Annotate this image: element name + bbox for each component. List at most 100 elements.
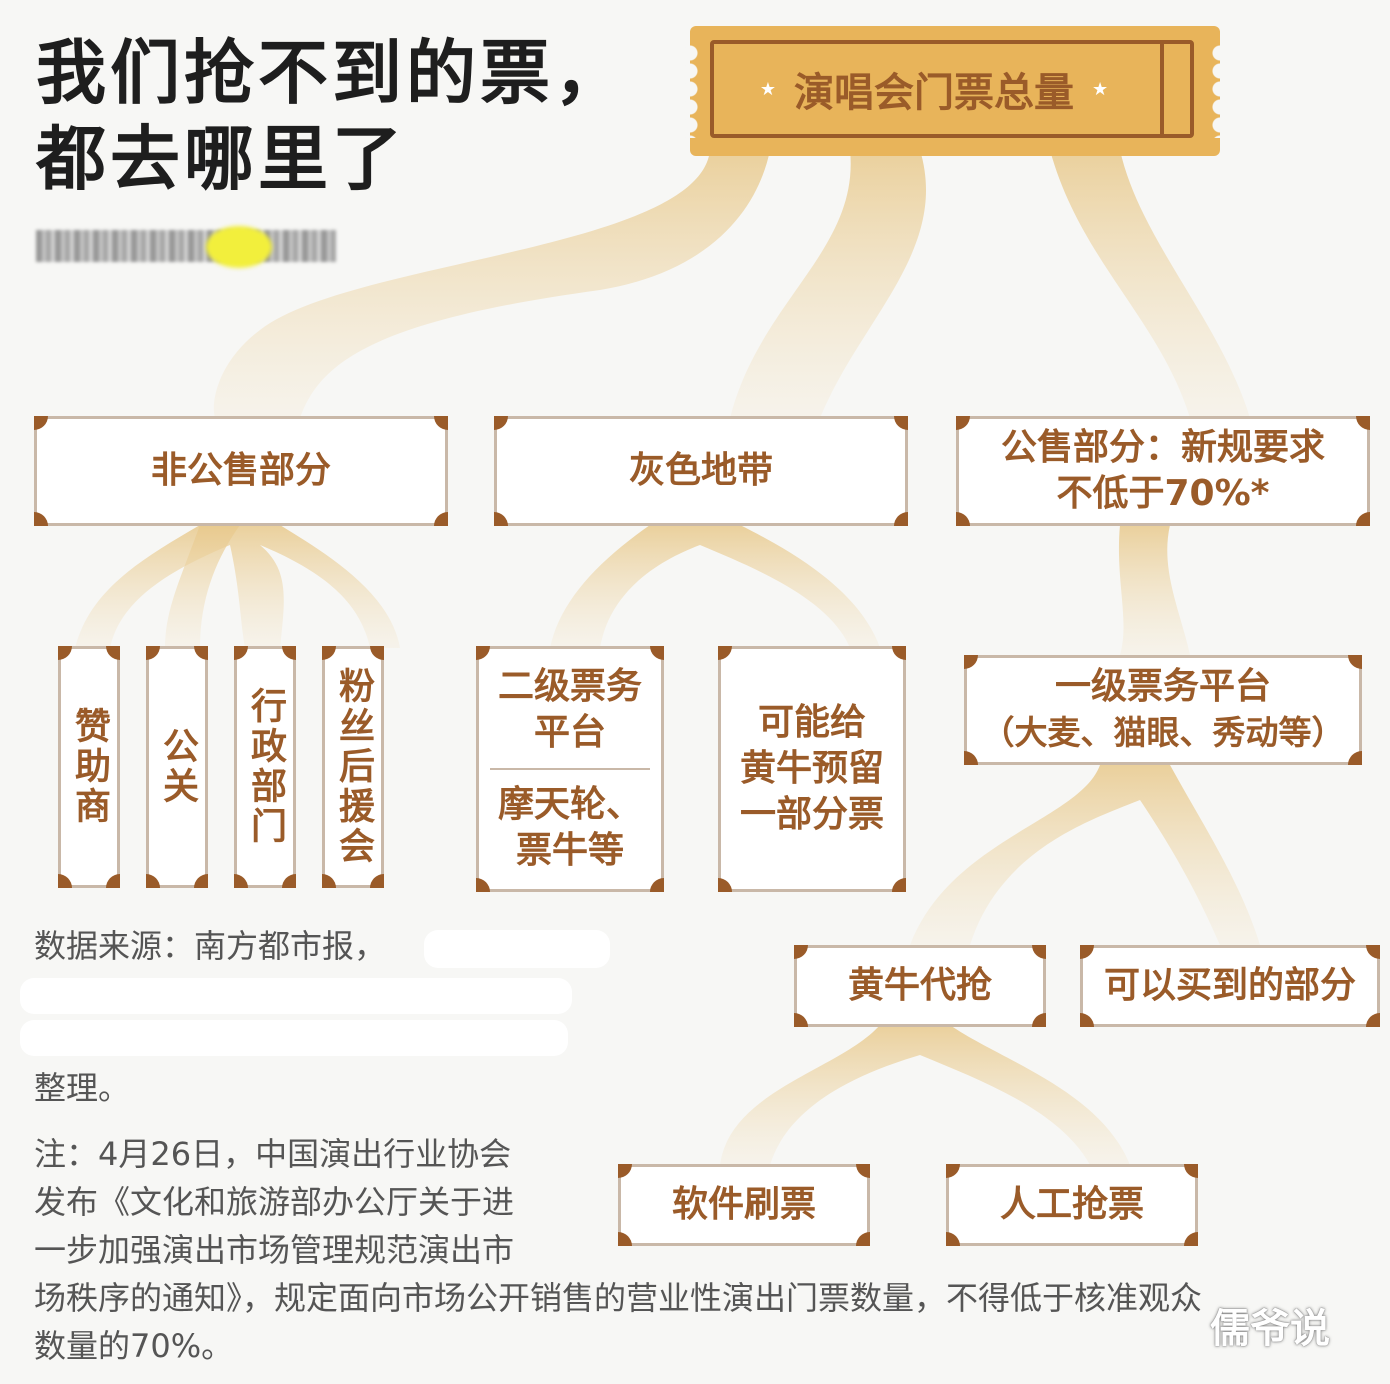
- star-icon: ★: [759, 78, 776, 100]
- box-secondary-platform: 二级票务 平台 摩天轮、 票牛等: [476, 646, 664, 892]
- corner-ornament: [322, 646, 336, 660]
- secondary-platform-label: 二级票务 平台: [497, 666, 642, 753]
- reserve-line-3: 一部分票: [739, 794, 884, 835]
- corner-ornament: [58, 646, 72, 660]
- star-icon: ★: [1092, 78, 1109, 100]
- corner-ornament: [794, 1013, 808, 1027]
- corner-ornament: [476, 878, 490, 892]
- box-non-public: 非公售部分: [34, 416, 448, 526]
- secondary-platform-examples: 摩天轮、 票牛等: [497, 784, 642, 871]
- flow-non-public-pr: [165, 525, 240, 648]
- admin-label: 行政部门: [245, 687, 286, 847]
- corner-ornament: [1032, 945, 1046, 959]
- flow-public-to-primary: [1118, 525, 1190, 655]
- title-line-1: 我们抢不到的票，: [36, 32, 628, 114]
- corner-ornament: [1366, 945, 1380, 959]
- software-label: 软件刷票: [671, 1184, 816, 1225]
- flow-primary-split: [910, 765, 1260, 945]
- flow-root-to-public: [1050, 150, 1250, 418]
- root-label: 演唱会门票总量: [794, 70, 1074, 116]
- non-public-label: 非公售部分: [150, 450, 331, 491]
- corner-ornament: [58, 874, 72, 888]
- corner-ornament: [1080, 1013, 1094, 1027]
- corner-ornament: [194, 874, 208, 888]
- corner-ornament: [1032, 1013, 1046, 1027]
- corner-ornament: [322, 874, 336, 888]
- box-public: 公售部分：新规要求 不低于70%*: [956, 416, 1370, 526]
- corner-ornament: [494, 512, 508, 526]
- fanclub-label: 粉丝后援会: [333, 667, 374, 867]
- corner-ornament: [650, 878, 664, 892]
- ticket-label: ★ 演唱会门票总量 ★: [714, 44, 1154, 134]
- corner-ornament: [106, 874, 120, 888]
- flow-scalper-split: [720, 1025, 1130, 1165]
- redaction-block: [424, 930, 610, 968]
- corner-ornament: [892, 878, 906, 892]
- corner-ornament: [1366, 1013, 1380, 1027]
- box-software: 软件刷票: [618, 1164, 870, 1246]
- corner-ornament: [370, 646, 384, 660]
- flow-gray-split: [550, 525, 880, 648]
- corner-ornament: [234, 874, 248, 888]
- title-line-2: 都去哪里了: [36, 118, 406, 200]
- corner-ornament: [964, 751, 978, 765]
- box-manual: 人工抢票: [946, 1164, 1198, 1246]
- box-buyable: 可以买到的部分: [1080, 945, 1380, 1027]
- box-admin: 行政部门: [234, 646, 296, 888]
- reserve-line-2: 黄牛预留: [739, 748, 884, 789]
- corner-ornament: [476, 646, 490, 660]
- corner-ornament: [650, 646, 664, 660]
- redaction-block: [20, 978, 572, 1014]
- corner-ornament: [1348, 655, 1362, 669]
- sponsor-label: 赞助商: [69, 707, 110, 827]
- corner-ornament: [34, 416, 48, 430]
- byline-yellow-blot: [206, 226, 272, 268]
- corner-ornament: [1348, 751, 1362, 765]
- box-primary-platform: 一级票务平台 （大麦、猫眼、秀动等）: [964, 655, 1362, 765]
- pr-label: 公关: [157, 727, 198, 807]
- reserve-line-1: 可能给: [757, 702, 866, 743]
- primary-label-line-1: 一级票务平台: [1054, 666, 1271, 707]
- buyable-label: 可以买到的部分: [1103, 965, 1356, 1006]
- corner-ornament: [282, 874, 296, 888]
- corner-ornament: [956, 512, 970, 526]
- box-scalper-grab: 黄牛代抢: [794, 945, 1046, 1027]
- corner-ornament: [1356, 512, 1370, 526]
- public-label-line-2: 不低于70%*: [1056, 473, 1270, 514]
- footnote-line-4: 场秩序的通知》，规定面向市场公开销售的营业性演出门票数量，不得低于核准观众: [34, 1279, 1203, 1317]
- footnote-line-1: 注：4月26日，中国演出行业协会: [34, 1135, 512, 1173]
- ticket-frame: ★ 演唱会门票总量 ★: [710, 40, 1194, 138]
- corner-ornament: [892, 646, 906, 660]
- corner-ornament: [282, 646, 296, 660]
- corner-ornament: [146, 646, 160, 660]
- corner-ornament: [894, 416, 908, 430]
- box-scalper-reserve: 可能给 黄牛预留 一部分票: [718, 646, 906, 892]
- box-fanclub: 粉丝后援会: [322, 646, 384, 888]
- divider: [490, 768, 650, 770]
- box-pr: 公关: [146, 646, 208, 888]
- ticket-root: ★ 演唱会门票总量 ★: [682, 26, 1228, 156]
- corner-ornament: [106, 646, 120, 660]
- flow-root-to-non-public: [213, 150, 770, 418]
- box-sponsor: 赞助商: [58, 646, 120, 888]
- corner-ornament: [1356, 416, 1370, 430]
- corner-ornament: [894, 512, 908, 526]
- watermark: 儒爷说: [1210, 1306, 1330, 1352]
- footnote: 注：4月26日，中国演出行业协会 发布《文化和旅游部办公厅关于进 一步加强演出市…: [34, 1130, 1364, 1370]
- corner-ornament: [964, 655, 978, 669]
- flow-root-to-gray: [730, 150, 927, 418]
- corner-ornament: [194, 646, 208, 660]
- redaction-block: [20, 1020, 568, 1056]
- corner-ornament: [718, 646, 732, 660]
- corner-ornament: [1184, 1232, 1198, 1246]
- footnote-line-5: 数量的70%。: [34, 1327, 234, 1365]
- corner-ornament: [434, 512, 448, 526]
- corner-ornament: [146, 874, 160, 888]
- corner-ornament: [794, 945, 808, 959]
- blurred-byline: [36, 222, 336, 270]
- ticket-stub: [1160, 44, 1172, 134]
- box-gray-zone: 灰色地带: [494, 416, 908, 526]
- gray-zone-label: 灰色地带: [628, 450, 773, 491]
- manual-label: 人工抢票: [999, 1184, 1144, 1225]
